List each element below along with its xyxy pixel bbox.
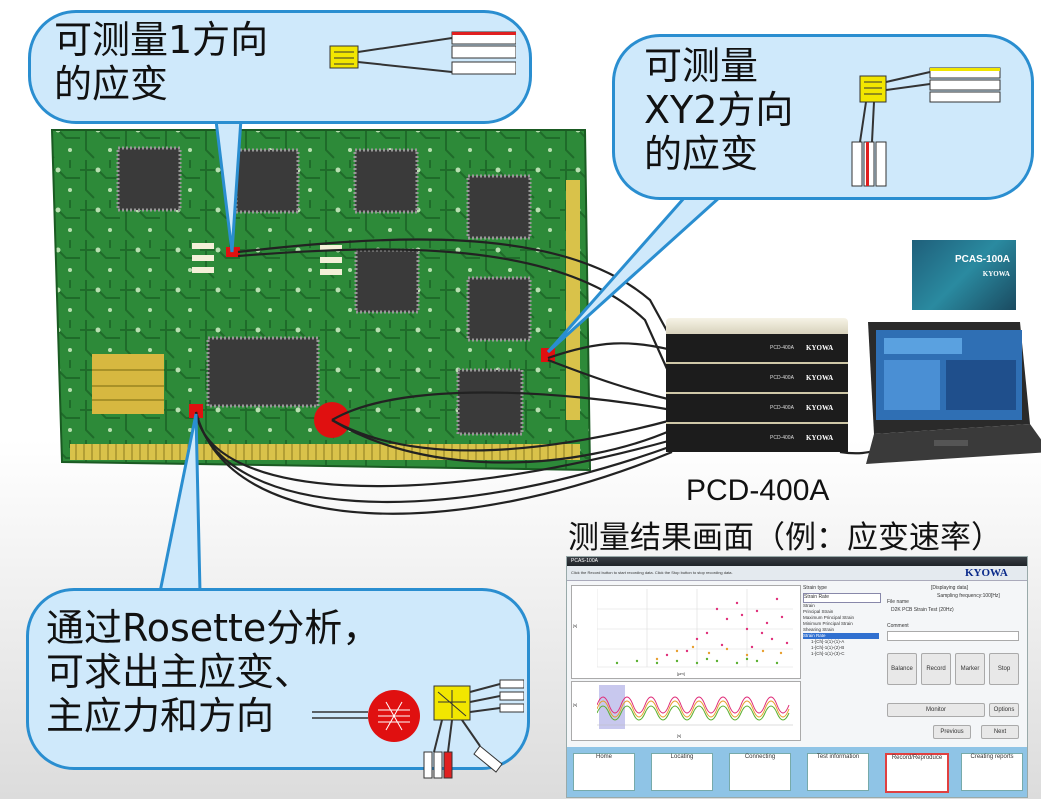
monitor-button[interactable]: Monitor [887,703,985,717]
stop-button[interactable]: Stop [989,653,1019,685]
uniaxial-gauge-icon [329,31,516,75]
flow-step-creating-reports[interactable]: Creating reports [961,753,1023,791]
flow-step-label: Locating [670,754,694,760]
strain-type-options: Strain Principal Strain Maximum Principa… [803,603,879,657]
software-package: PCAS-100A KYOWA [912,240,1016,310]
bubble-rosette-text: 通过Rosette分析， 可求出主应变、 主应力和方向 [46,606,381,738]
previous-button[interactable]: Previous [933,725,971,739]
biaxial-gauge-icon [851,67,1001,187]
strain-option[interactable]: Minimum Principal Strain [803,621,853,626]
instruction-text: Click the Record button to start recordi… [571,570,733,575]
flow-step-locating[interactable]: Locating [651,753,713,791]
flow-step-home[interactable]: Home [573,753,635,791]
line-xlabel: [s] [677,733,682,738]
file-name-label: File name [887,599,909,605]
flow-step-test-information[interactable]: Test information [807,753,869,791]
comment-input[interactable] [887,631,1019,641]
strain-option[interactable]: Principal Strain [803,609,834,614]
bubble-rosette [26,588,530,770]
status-displaying: [Displaying data] [931,585,968,591]
strain-option[interactable]: Strain [803,603,815,608]
bubble-one-direction [28,10,532,124]
scatter-ylabel: [s] [573,623,578,628]
file-name-value: D2K PCB Strain Test (20Hz) [891,607,954,613]
biaxial-gauge [541,348,555,362]
strain-option[interactable]: Shearing Strain [803,627,835,632]
device-unit [666,424,848,452]
device-brand-3: KYOWA [806,404,834,412]
result-caption: 测量结果画面（例：应变速率） [568,520,1002,556]
circuit-board [50,129,592,472]
header-bar [567,566,1027,581]
strain-option[interactable]: Strain Rate [803,633,879,639]
strain-type-label: Strain type [803,585,827,591]
flow-step-label: Home [595,754,612,760]
flow-step-connecting[interactable]: Connecting [729,753,791,791]
screen-brand: KYOWA [965,567,1008,579]
strain-option[interactable]: Maximum Principal Strain [803,615,855,620]
device-model-2: PCD-400A [770,375,794,381]
options-button[interactable]: Options [989,703,1019,717]
small-gauge [189,404,203,418]
scatter-plot [571,585,801,679]
flow-step-label: Record/Reproduce [891,755,943,761]
device-brand-4: KYOWA [806,434,834,442]
flow-step-label: Creating reports [970,754,1014,760]
window-title: PCAS-100A [571,558,598,564]
status-sampling: Sampling frequency:100[Hz] [937,593,1000,599]
strain-type-value: Strain Rate [804,594,830,600]
title-bar [567,557,1027,566]
workflow-strip [567,747,1027,797]
scatter-points [597,589,793,668]
comment-label: Comment [887,623,909,629]
device-unit [666,334,848,364]
rosette-gauge-icon [312,679,524,779]
scatter-xlabel: [μm] [677,671,685,676]
record-button[interactable]: Record [921,653,951,685]
marker-button[interactable]: Marker [955,653,985,685]
flow-step-label: Test information [816,754,860,760]
strain-type-select[interactable]: Strain Rate [803,593,881,603]
laptop [866,322,1041,464]
balance-button[interactable]: Balance [887,653,917,685]
channel-item[interactable]: 1-[Ch]-1(1)-(1)-A [811,639,845,644]
flow-step-record-reproduce[interactable]: Record/Reproduce [885,753,949,793]
line-waves [597,685,793,729]
line-ylabel: [s] [573,702,578,707]
next-button[interactable]: Next [981,725,1019,739]
device-model-3: PCD-400A [770,405,794,411]
device-model-4: PCD-400A [770,435,794,441]
result-screen: PCAS-100A Click the Record button to sta… [566,556,1028,798]
software-title: PCAS-100A [954,254,1010,265]
bubble-xy-direction-text: 可测量 XY2方向 的应变 [644,44,794,176]
device-unit [666,364,848,394]
pcd-400a-stack: PCD-400A KYOWA PCD-400A KYOWA PCD-400A K… [666,318,848,458]
device-unit [666,394,848,424]
channel-item[interactable]: 1-[Ch]-1(1)-(3)-C [811,651,845,656]
channel-item[interactable]: 1-[Ch]-1(1)-(2)-B [811,645,845,650]
flow-step-label: Connecting [744,754,776,760]
bubble-one-direction-text: 可测量1方向 的应变 [54,18,269,106]
device-label: PCD-400A [686,474,830,507]
device-model-1: PCD-400A [770,345,794,351]
device-brand-1: KYOWA [806,344,834,352]
software-brand: KYOWA [982,270,1010,278]
bubble-xy-direction [612,34,1034,200]
device-brand-2: KYOWA [806,374,834,382]
